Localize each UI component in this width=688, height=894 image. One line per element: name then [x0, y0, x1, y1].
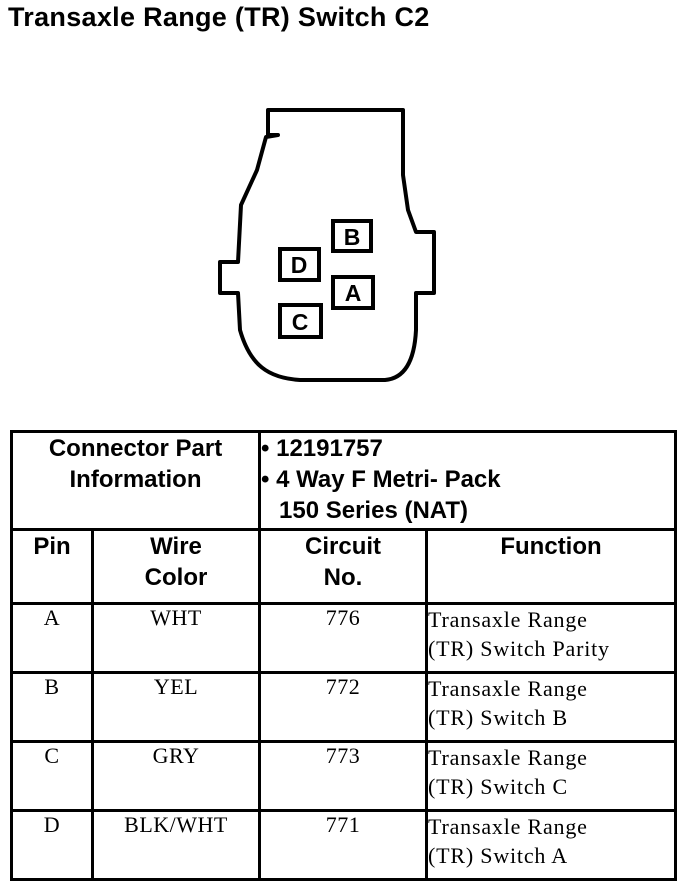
pin-cell: C — [10, 740, 94, 812]
pin-cavity-a: A — [331, 275, 375, 310]
pin-label-c: C — [292, 309, 309, 335]
header-function: Function — [425, 528, 678, 605]
table-row: A WHT 776 Transaxle Range (TR) Switch Pa… — [10, 602, 678, 674]
connector-table: Connector Part Information • 12191757 • … — [9, 430, 678, 881]
pin-label-b: B — [344, 224, 361, 250]
circuit-cell: 776 — [258, 602, 429, 674]
header-circuit: Circuit No. — [258, 528, 429, 605]
pin-label-d: D — [291, 252, 308, 278]
function-cell: Transaxle Range (TR) Switch Parity — [425, 602, 678, 674]
pin-cavity-d: D — [278, 247, 321, 282]
pin-cavity-b: B — [331, 219, 373, 253]
connector-face-diagram: B D A C — [218, 108, 436, 382]
header-wire-color: Wire Color — [90, 528, 262, 605]
wire-color-cell: YEL — [90, 671, 262, 743]
wire-color-cell: BLK/WHT — [90, 809, 262, 881]
connector-info-label: Connector Part Information — [9, 430, 262, 531]
part-number: 12191757 — [276, 435, 383, 462]
table-row: B YEL 772 Transaxle Range (TR) Switch B — [10, 671, 678, 743]
pin-cavity-c: C — [278, 303, 323, 339]
connector-type: 4 Way F Metri- Pack — [276, 466, 501, 493]
circuit-cell: 773 — [258, 740, 429, 812]
pin-cell: B — [10, 671, 94, 743]
wire-color-cell: WHT — [90, 602, 262, 674]
function-cell: Transaxle Range (TR) Switch C — [425, 740, 678, 812]
page-title: Transaxle Range (TR) Switch C2 — [8, 2, 430, 32]
header-pin: Pin — [10, 528, 94, 605]
connector-info-values: • 12191757 • 4 Way F Metri- Pack 150 Ser… — [258, 430, 678, 531]
table-header-row: Pin Wire Color Circuit No. Function — [10, 528, 678, 605]
wire-color-cell: GRY — [90, 740, 262, 812]
circuit-cell: 771 — [258, 809, 429, 881]
part-number-item: • 12191757 — [261, 435, 383, 462]
connector-outline — [218, 108, 436, 382]
table-row: C GRY 773 Transaxle Range (TR) Switch C — [10, 740, 678, 812]
table-row: D BLK/WHT 771 Transaxle Range (TR) Switc… — [10, 809, 678, 881]
connector-series: 150 Series (NAT) — [279, 497, 468, 524]
circuit-cell: 772 — [258, 671, 429, 743]
pin-cell: D — [10, 809, 94, 881]
connector-type-item: • 4 Way F Metri- Pack — [261, 466, 501, 493]
pin-label-a: A — [345, 280, 362, 306]
function-cell: Transaxle Range (TR) Switch A — [425, 809, 678, 881]
connector-info-row: Connector Part Information • 12191757 • … — [9, 430, 678, 531]
function-cell: Transaxle Range (TR) Switch B — [425, 671, 678, 743]
pin-cell: A — [10, 602, 94, 674]
